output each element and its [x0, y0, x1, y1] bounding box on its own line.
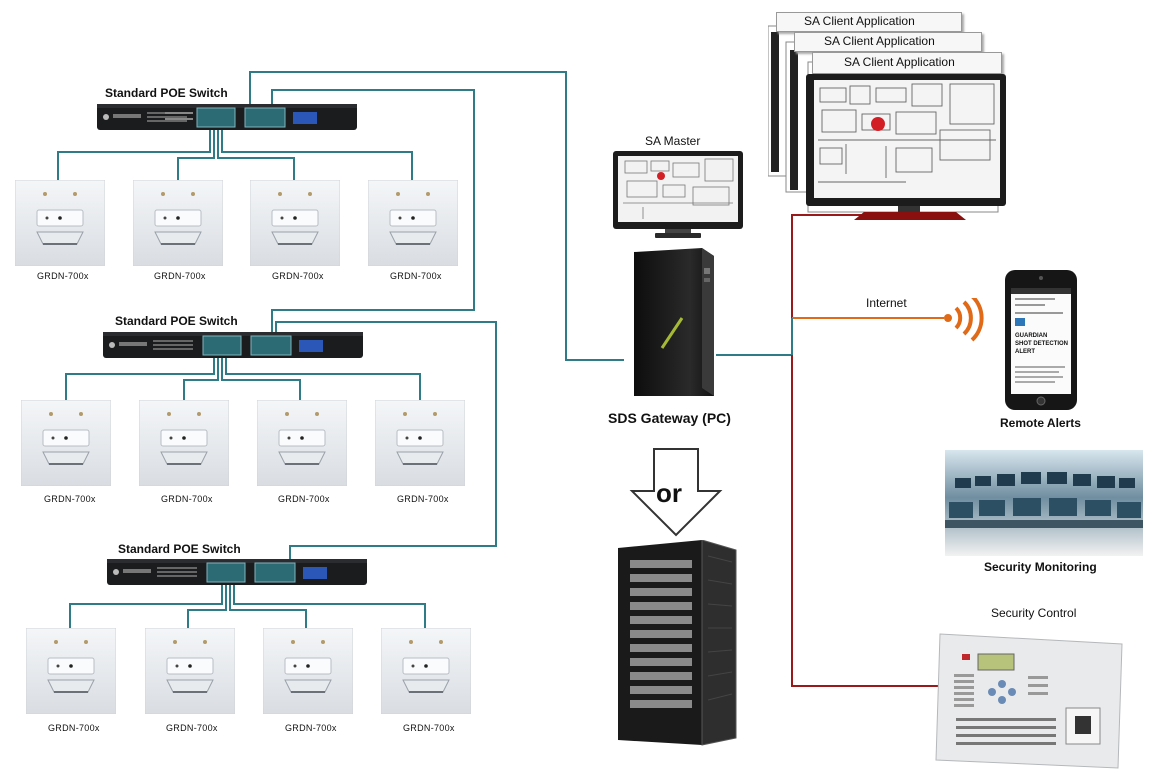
sensor-device: [381, 628, 471, 714]
client-window-titlebar: [794, 32, 982, 52]
wireless-signal-icon: [944, 298, 984, 342]
internet-label: Internet: [866, 296, 907, 310]
sensor-label: GRDN-700x: [397, 494, 449, 504]
sensor-label: GRDN-700x: [166, 723, 218, 733]
client-window-titlebar: [776, 12, 962, 32]
phone-alert-line1: GUARDIAN: [1015, 333, 1048, 339]
sensor-label: GRDN-700x: [161, 494, 213, 504]
client-window-title: SA Client Application: [824, 34, 935, 48]
phone-alert-line3: ALERT: [1015, 349, 1035, 355]
sensor-label: GRDN-700x: [285, 723, 337, 733]
gateway-pc-tower: [634, 248, 714, 396]
sensor-device: [375, 400, 465, 486]
poe-switch: [97, 104, 357, 130]
client-window-titlebar: [812, 52, 1002, 74]
sensor-device: [21, 400, 111, 486]
sensor-label: GRDN-700x: [403, 723, 455, 733]
sensor-device: [133, 180, 223, 266]
security-monitoring-label: Security Monitoring: [984, 560, 1097, 574]
sensor-label: GRDN-700x: [154, 271, 206, 281]
security-monitoring-photo: [945, 450, 1143, 556]
sensor-device: [250, 180, 340, 266]
client-monitor: [806, 74, 1006, 220]
switch-title: Standard POE Switch: [105, 86, 228, 100]
smartphone: [1005, 270, 1077, 410]
poe-switch: [103, 332, 363, 358]
sa-master-label: SA Master: [645, 134, 701, 148]
sensor-device: [15, 180, 105, 266]
sensor-device: [263, 628, 353, 714]
sensor-device: [368, 180, 458, 266]
sensor-label: GRDN-700x: [272, 271, 324, 281]
switch-title: Standard POE Switch: [118, 542, 241, 556]
sa-master-monitor: [613, 151, 743, 238]
gateway-label: SDS Gateway (PC): [608, 410, 731, 426]
sensor-device: [26, 628, 116, 714]
sensor-label: GRDN-700x: [390, 271, 442, 281]
sensor-label: GRDN-700x: [278, 494, 330, 504]
sensor-label: GRDN-700x: [37, 271, 89, 281]
client-window-title: SA Client Application: [844, 55, 955, 69]
or-label: or: [656, 478, 682, 508]
switch-title: Standard POE Switch: [115, 314, 238, 328]
phone-alert-line2: SHOT DETECTION: [1015, 341, 1069, 347]
security-control-panel: [935, 633, 1123, 769]
sensor-device: [145, 628, 235, 714]
down-arrow-icon: [629, 448, 723, 537]
poe-switch: [107, 559, 367, 585]
sensor-label: GRDN-700x: [44, 494, 96, 504]
sensor-device: [139, 400, 229, 486]
security-control-label: Security Control: [991, 606, 1077, 620]
client-window-title: SA Client Application: [804, 14, 915, 28]
sensor-label: GRDN-700x: [48, 723, 100, 733]
sensor-device: [257, 400, 347, 486]
server-rack: [618, 540, 737, 746]
remote-alerts-label: Remote Alerts: [1000, 416, 1081, 430]
